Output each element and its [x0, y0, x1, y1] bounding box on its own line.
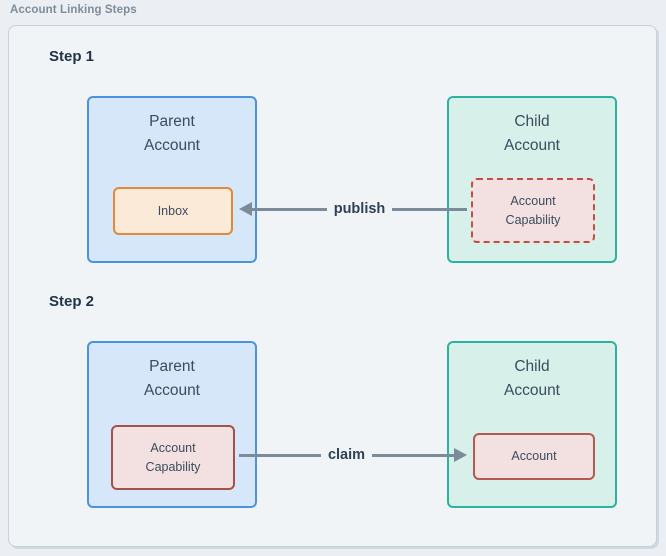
step1-child-account-box: Child Account Account Capability: [447, 96, 617, 263]
claim-arrow-line: [239, 453, 321, 457]
step1-parent-account-title: Parent Account: [143, 113, 200, 154]
claim-arrow-label: claim: [327, 447, 366, 463]
publish-arrow-line: [392, 207, 467, 211]
step1-child-account-title: Child Account: [503, 113, 560, 154]
step1-inbox-box: Inbox: [113, 187, 233, 235]
step2-parent-account-box: Parent Account Account Capability: [87, 341, 257, 508]
publish-arrow-line: [252, 207, 327, 211]
arrow-right-icon: [454, 448, 467, 462]
step1-account-capability-box: Account Capability: [471, 178, 595, 243]
step2-parent-account-title: Parent Account: [143, 358, 200, 399]
claim-arrow: claim: [239, 447, 467, 463]
step2-account-capability-box: Account Capability: [111, 425, 235, 490]
step2-child-account-title: Child Account: [503, 358, 560, 399]
step2-child-account-box: Child Account Account: [447, 341, 617, 508]
step2-account-box: Account: [473, 433, 595, 480]
diagram-canvas: Step 1 Parent Account Inbox Child Accoun…: [8, 25, 657, 547]
step-2-heading: Step 2: [49, 293, 95, 310]
step1-parent-account-box: Parent Account Inbox: [87, 96, 257, 263]
step-1-heading: Step 1: [49, 48, 95, 65]
arrow-left-icon: [239, 202, 252, 216]
publish-arrow: publish: [239, 201, 467, 217]
claim-arrow-line: [372, 453, 454, 457]
diagram-title: Account Linking Steps: [10, 4, 137, 16]
publish-arrow-label: publish: [333, 201, 386, 217]
